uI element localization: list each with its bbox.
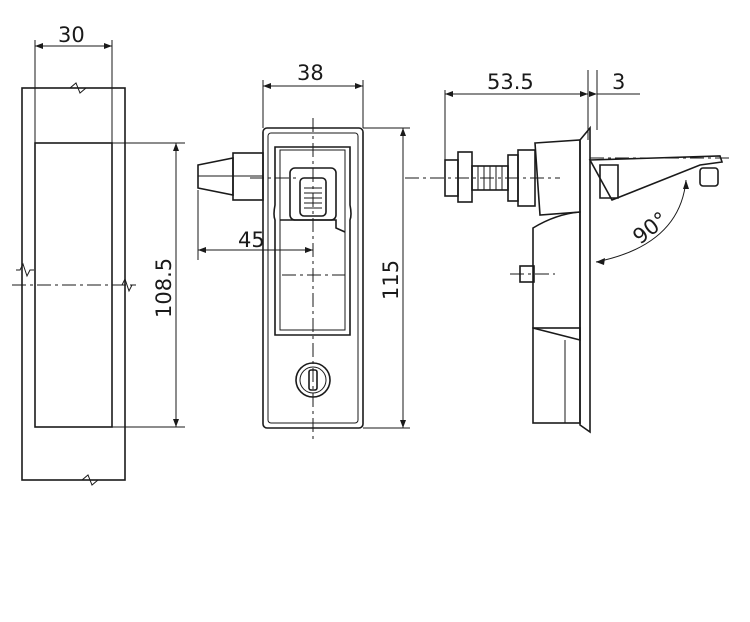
body-lower	[532, 327, 581, 424]
dim-label-90: 90°	[628, 207, 672, 249]
dim-label-108-5: 108.5	[152, 258, 176, 318]
dim-label-30: 30	[58, 23, 85, 47]
arrow-head	[589, 91, 597, 97]
arrow-heads	[35, 43, 112, 49]
front-view: 45 38 115	[197, 61, 410, 440]
dim-label-45: 45	[238, 228, 265, 252]
handle-pocket	[273, 146, 352, 336]
dim-label-3: 3	[612, 70, 625, 94]
side-profile-view: 90° 53.5 3	[405, 70, 730, 434]
break-mark-top	[69, 82, 87, 94]
handle-step	[280, 219, 346, 233]
dim-label-115: 115	[379, 260, 403, 300]
cam-block	[599, 164, 619, 199]
cam-tip	[699, 167, 719, 187]
dim-label-38: 38	[297, 61, 324, 85]
hex-nut	[457, 151, 473, 203]
rotation-arc	[595, 179, 687, 263]
break-mark-bottom	[81, 474, 99, 486]
break-mark-left	[16, 262, 34, 278]
plate-edge	[579, 125, 591, 434]
handle-pocket-inner	[279, 149, 346, 331]
panel-outline	[21, 87, 126, 481]
cam-arm	[588, 155, 724, 202]
dim-label-53-5: 53.5	[487, 70, 534, 94]
body-mid	[532, 211, 581, 342]
side-cutout-view: 30 108.5	[12, 23, 185, 486]
